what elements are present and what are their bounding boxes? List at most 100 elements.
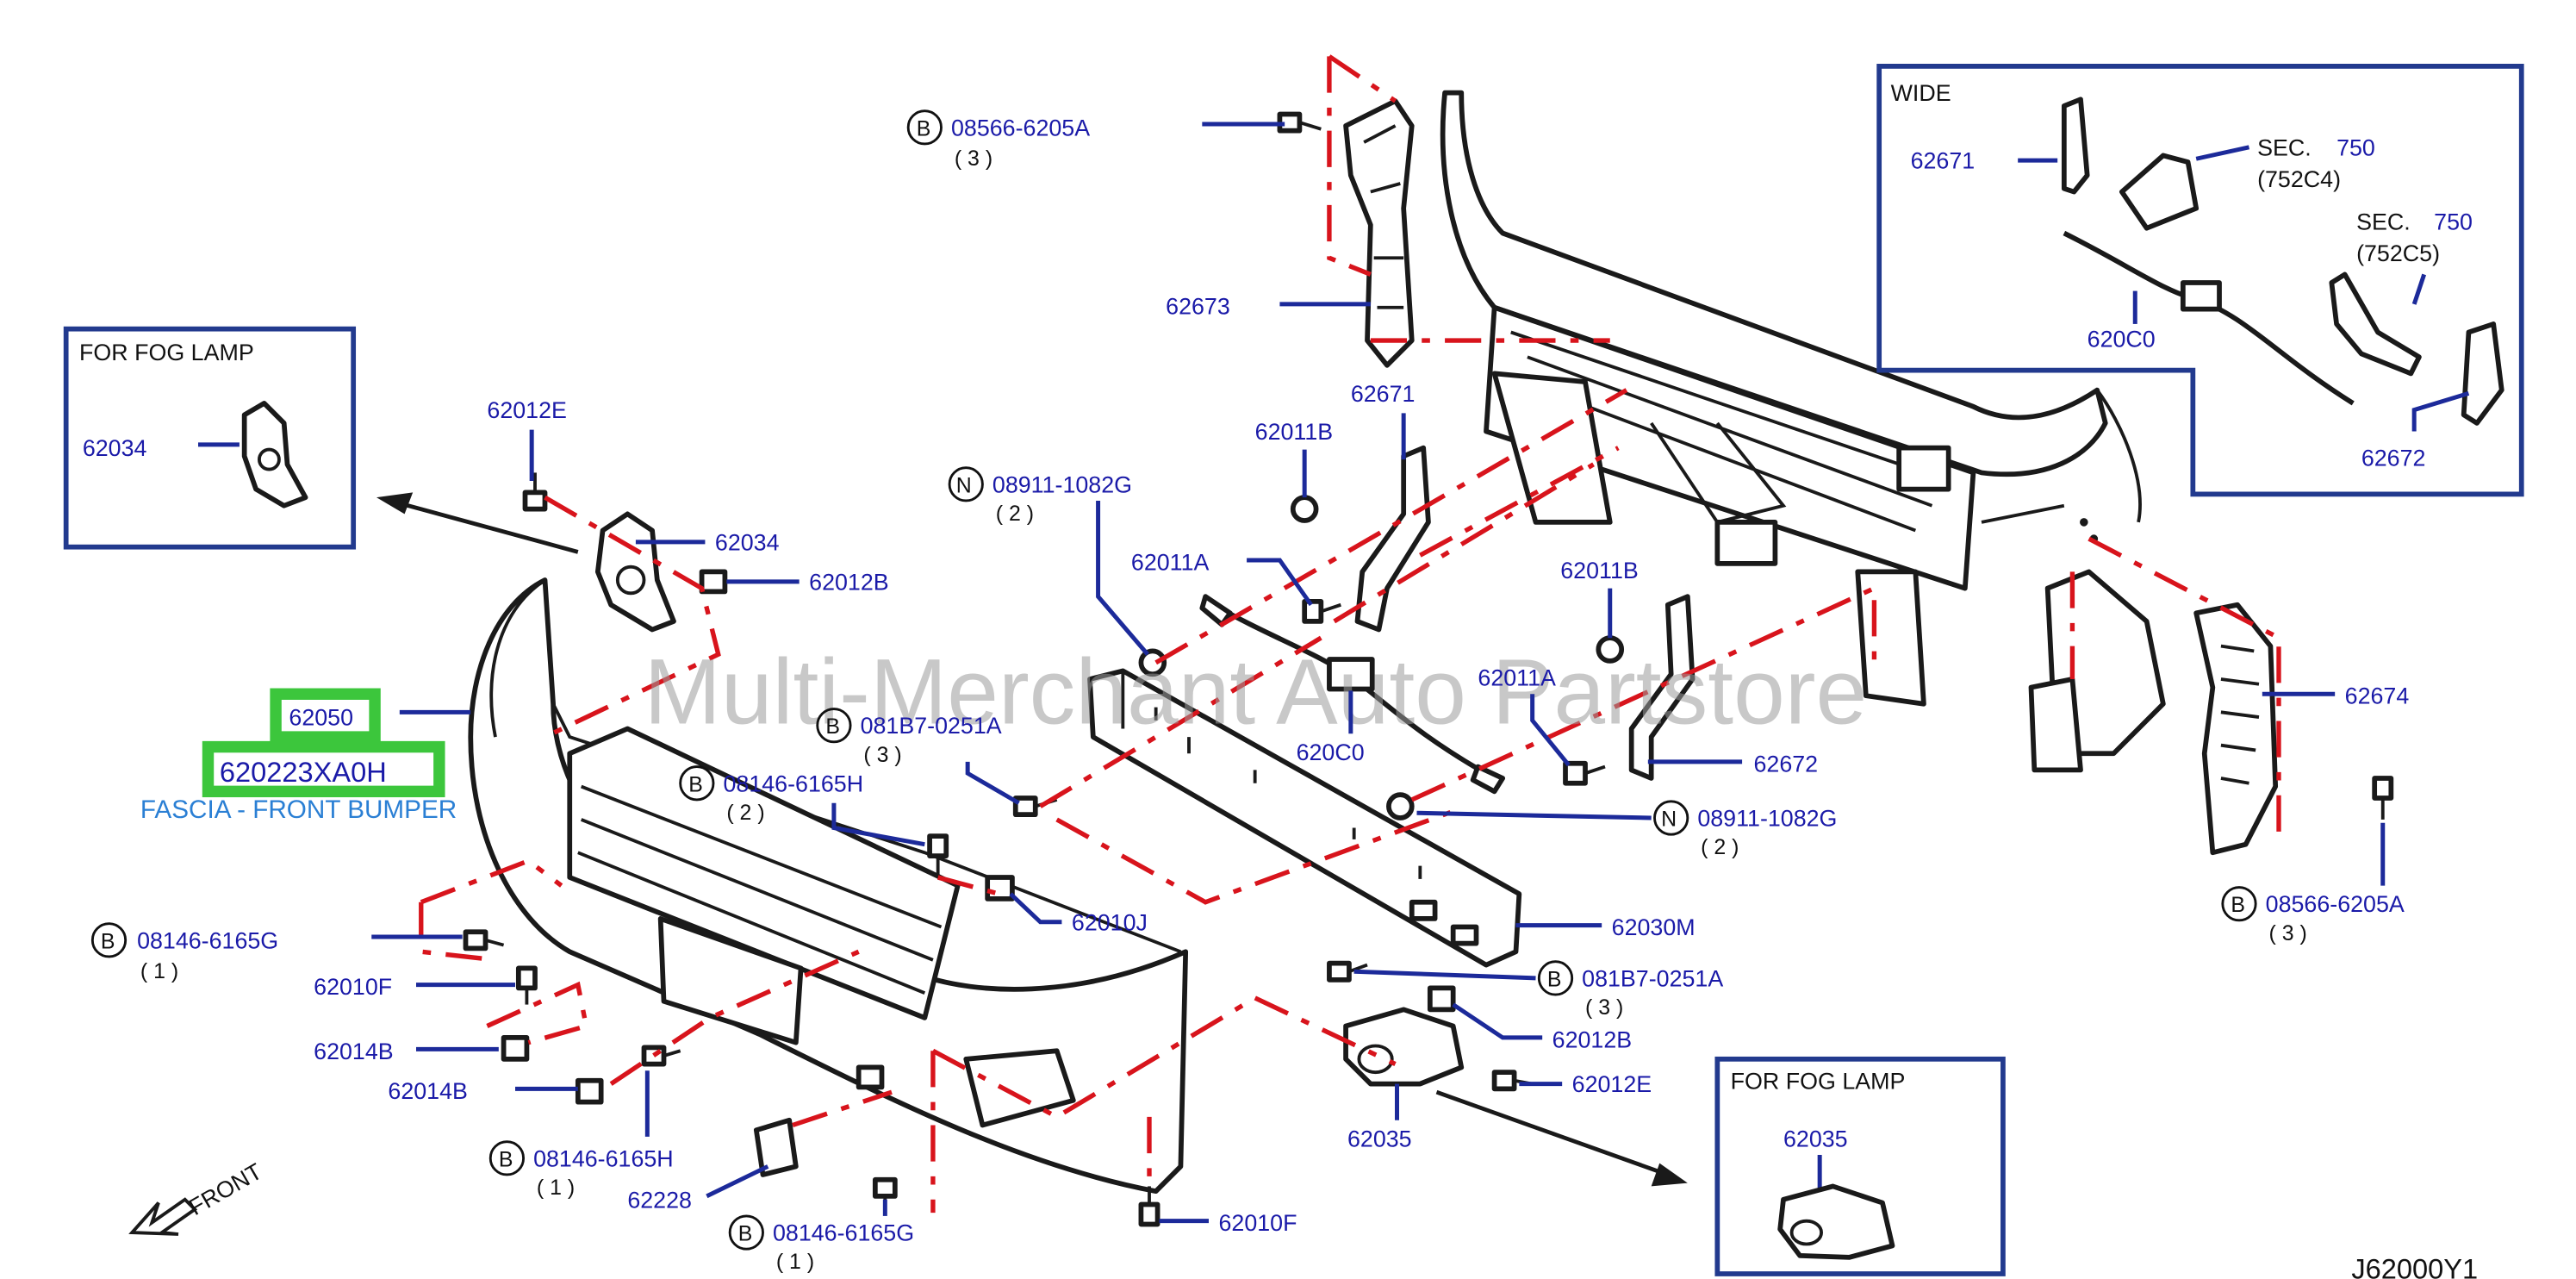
bracket-62034-drawing — [594, 511, 676, 633]
sec-label: SEC. — [2356, 209, 2411, 235]
diagram-code: J62000Y1 — [2351, 1254, 2478, 1279]
callout-badge: B — [738, 1222, 753, 1246]
callout-qty: ( 3 ) — [2269, 921, 2307, 945]
callout-part: 62014B — [388, 1078, 468, 1104]
fog-lamp-inset-right: FOR FOG LAMP 62035 — [1714, 1056, 2006, 1276]
part-label-62672-wide: 62672 — [2361, 446, 2426, 471]
callout-qty: ( 1 ) — [537, 1176, 575, 1200]
callout-part: 62011B — [1560, 558, 1639, 583]
callout-part: 62012E — [487, 397, 567, 423]
callout-part: 62228 — [627, 1187, 692, 1213]
callout-part: 62672 — [1754, 751, 1819, 777]
bolt-icon — [522, 472, 548, 512]
callout-part: 62010J — [1072, 909, 1148, 935]
arrow-to-left-inset — [376, 492, 579, 554]
highlighted-part: 62050 620223XA0H FASCIA - FRONT BUMPER — [140, 688, 471, 824]
badge-icon — [2221, 886, 2257, 922]
callout-part: 62011A — [1478, 665, 1556, 691]
callout-part: 08146-6165H — [724, 771, 864, 796]
sec-code: (752C4) — [2257, 166, 2341, 192]
clip-icon — [699, 569, 728, 595]
nut-icon — [1386, 792, 1415, 820]
callout-part: 08911-1082G — [1697, 806, 1837, 832]
part-label-620c0-wide: 620C0 — [2088, 327, 2156, 353]
badge-icon — [1537, 960, 1574, 996]
arrow-to-right-inset — [1435, 1089, 1688, 1187]
callout-badge: B — [499, 1147, 513, 1171]
part-description: FASCIA - FRONT BUMPER — [140, 795, 457, 824]
bolt-icon — [641, 1045, 681, 1067]
harness-620c0-drawing — [1199, 594, 1506, 795]
bolt-icon — [1302, 599, 1341, 624]
callout-part: 62011A — [1131, 549, 1210, 575]
callout-part: 62030M — [1612, 914, 1696, 940]
callout-labels: B 08566-6205A ( 3 ) 62673 62671 62011B N… — [90, 109, 2410, 1274]
callout-qty: ( 2 ) — [726, 801, 764, 825]
callout-part: 62671 — [1351, 381, 1416, 407]
bolt-icon — [1327, 960, 1368, 983]
badge-icon — [948, 466, 984, 502]
callout-part: 62011B — [1255, 419, 1334, 445]
callout-badge: B — [101, 929, 115, 953]
sec-number: 750 — [2336, 134, 2375, 160]
callout-part: 08566-6205A — [951, 115, 1090, 140]
callout-badge: N — [956, 473, 972, 497]
callout-badge: B — [2231, 893, 2245, 917]
bracket-62673-drawing — [1343, 98, 1415, 368]
bolt-icon — [1563, 760, 1606, 786]
part-number-62050: 62050 — [289, 705, 353, 731]
callout-part: 62012E — [1572, 1071, 1652, 1097]
fog-lamp-inset-left: FOR FOG LAMP 62034 — [63, 326, 357, 550]
callout-part: 62034 — [715, 529, 780, 555]
clip-icon — [1427, 985, 1456, 1013]
callout-part: 62010F — [314, 974, 392, 1000]
callout-part: 081B7-0251A — [861, 713, 1002, 739]
badge-icon — [728, 1214, 764, 1251]
callout-part: 62014B — [314, 1039, 394, 1064]
bracket-62671-drawing — [1354, 445, 1431, 633]
part-label-62034-inset: 62034 — [83, 435, 147, 461]
callout-part: 08911-1082G — [992, 471, 1132, 497]
callout-badge: B — [1547, 967, 1562, 991]
callout-qty: ( 3 ) — [863, 743, 901, 767]
callout-badge: B — [688, 772, 703, 796]
reinforcement-62030m-drawing — [1087, 668, 1522, 968]
callout-qty: ( 2 ) — [996, 502, 1034, 526]
wide-inset: WIDE 62671 SEC. 750 (752C4) SEC. 750 (75… — [1876, 64, 2524, 497]
bracket-62035-drawing — [1343, 1007, 1465, 1087]
bolt-icon — [2372, 776, 2394, 820]
sec-label: SEC. — [2257, 134, 2312, 160]
fasteners — [463, 111, 2394, 1227]
sec-number: 750 — [2434, 209, 2473, 235]
badge-icon — [679, 765, 715, 802]
clip-icon — [501, 1035, 530, 1062]
callout-part: 62674 — [2345, 683, 2410, 709]
front-indicator: FRONT — [128, 1158, 266, 1236]
nut-icon — [1138, 648, 1167, 677]
inset-title: FOR FOG LAMP — [1731, 1068, 1906, 1094]
callout-qty: ( 3 ) — [955, 147, 992, 171]
callout-part: 081B7-0251A — [1582, 965, 1723, 991]
bolt-icon — [927, 833, 949, 877]
front-arrow-icon — [128, 1197, 198, 1236]
assembly-lines — [419, 54, 2281, 1213]
bolt-icon — [1491, 1070, 1534, 1092]
inset-title: WIDE — [1891, 80, 1951, 106]
callout-part: 62012B — [809, 569, 889, 595]
callout-qty: ( 2 ) — [1701, 835, 1739, 859]
bracket-62674-drawing — [2193, 602, 2279, 856]
callout-part: 620C0 — [1297, 739, 1365, 765]
clip-icon — [575, 1077, 604, 1105]
front-bumper-fascia-drawing — [468, 577, 1189, 1195]
body-structure-drawing — [1440, 90, 2166, 773]
callout-badge: B — [917, 116, 931, 140]
bolt-icon — [463, 929, 505, 951]
badge-icon — [1653, 800, 1689, 836]
callout-badge: B — [825, 714, 840, 739]
callout-badge: N — [1661, 808, 1677, 832]
part-label-62035-inset: 62035 — [1783, 1126, 1848, 1151]
callout-part: 08146-6165G — [137, 927, 278, 953]
callout-qty: ( 3 ) — [1585, 995, 1623, 1020]
callout-part: 62012B — [1552, 1026, 1633, 1052]
